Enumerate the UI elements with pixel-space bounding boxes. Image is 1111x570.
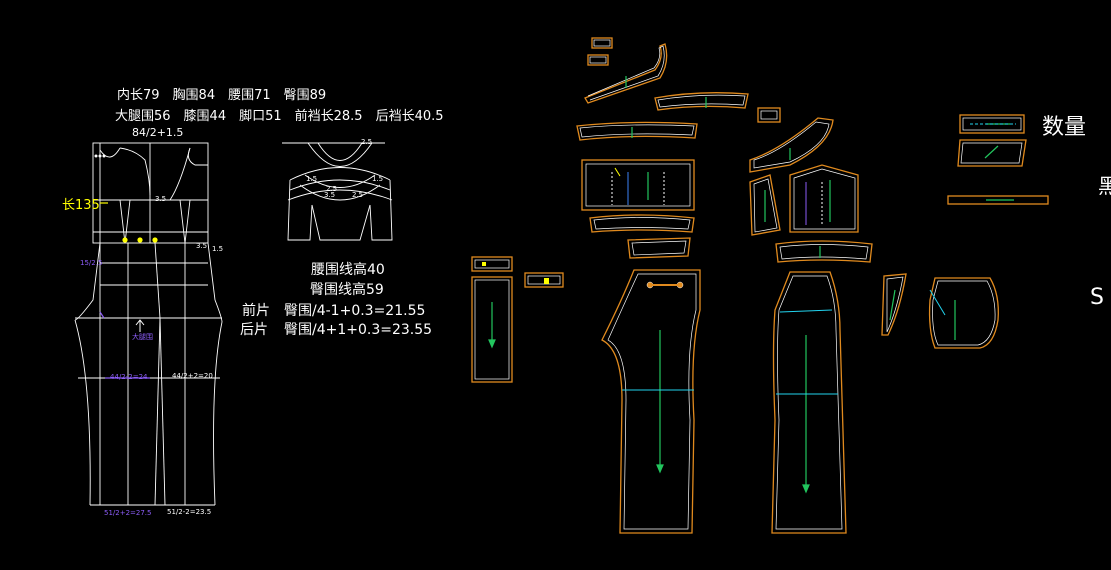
legend-swatch-3 [947, 195, 1049, 205]
legend-swatch-1 [959, 114, 1025, 134]
piece-front-leg [601, 269, 701, 534]
front-crotch-curve [74, 242, 101, 321]
strap-dim-4: 1.5 [372, 175, 384, 183]
piece-waistband-back [775, 240, 873, 263]
piece-pocket-bag [928, 277, 999, 349]
piece-small-tab [587, 37, 613, 66]
quantity-label: 数量 [1042, 115, 1087, 140]
hem-back-label: 51/2-2=23.5 [167, 508, 212, 516]
front-leg-outseam [74, 319, 91, 506]
waist-line-height-note: 腰围线高40 [311, 262, 385, 278]
strap-dim-3: 2.5 [326, 185, 338, 193]
strap-dim-6: 2.5 [352, 191, 364, 199]
bodice-holes [94, 154, 106, 158]
length-label: 长135 [62, 198, 100, 213]
bust-formula: 84/2+1.5 [132, 126, 184, 139]
small-dim-3: 3.5 [196, 242, 208, 250]
back-crotch-curve [207, 242, 223, 323]
knee-front-label: 44/2-2=24 [110, 373, 148, 381]
piece-curved-band-3 [576, 121, 698, 141]
measurements-line-2: 大腿围56 膝围44 脚口51 前裆长28.5 后裆长40.5 [115, 109, 444, 124]
thigh-arrow-icon [135, 319, 145, 332]
hip-line-height-note: 臀围线高59 [310, 282, 384, 298]
piece-curved-band-4 [749, 117, 834, 173]
front-label: 前片 [242, 303, 270, 319]
yellow-dimension-marks [100, 202, 158, 243]
strap-diagram [282, 142, 393, 241]
purple-marks [99, 311, 150, 379]
piece-pocket-lining [471, 276, 513, 383]
back-formula: 臀围/4+1+0.3=23.55 [284, 322, 433, 338]
back-leg-outseam [213, 321, 223, 506]
strap-dim-5: 3.5 [324, 191, 336, 199]
measurements-line-1: 内长79 胸围84 腰围71 臀围89 [117, 88, 327, 103]
hem-front-label: 51/2+2=27.5 [104, 509, 152, 517]
stitch-lines [474, 39, 1023, 530]
piece-curved-band-1 [584, 43, 668, 104]
piece-small-tab-2 [757, 107, 781, 123]
strap-dim-1: 2.5 [361, 138, 373, 146]
piece-belt-loop [471, 256, 513, 272]
yellow-notches [482, 262, 549, 284]
pocket-markers [646, 281, 684, 289]
grain-arrows [488, 76, 1014, 494]
reference-lines [611, 123, 1016, 395]
piece-bodice-back [789, 164, 859, 233]
knee-back-label: 44/2+2=20 [172, 372, 213, 380]
back-leg-inseam [159, 317, 166, 506]
truncated-label-1: 黑 [1098, 174, 1111, 198]
piece-back-leg [771, 271, 847, 534]
front-formula: 臀围/4-1+0.3=21.55 [284, 303, 426, 319]
piece-pocket-small [881, 273, 907, 336]
piece-curved-band-2 [654, 92, 749, 111]
thigh-label: 大腿围 [132, 333, 153, 341]
small-dim-1: 3.5 [155, 195, 167, 203]
back-label: 后片 [240, 322, 268, 338]
legend-swatch-2 [957, 139, 1027, 167]
pattern-pieces [471, 37, 1049, 534]
bodice-frame [92, 142, 209, 244]
front-leg-inseam [154, 317, 161, 506]
piece-facing [524, 272, 564, 288]
piece-waistband-front [589, 214, 695, 233]
strap-dim-2: 1.5 [306, 175, 318, 183]
small-dim-2: 1.5 [212, 245, 224, 253]
truncated-label-2: S [1090, 285, 1104, 310]
piece-small-strap [627, 237, 691, 259]
side-note: 15/2.5 [80, 259, 103, 267]
piece-bodice-front [581, 159, 695, 211]
piece-side-panel [749, 174, 781, 236]
